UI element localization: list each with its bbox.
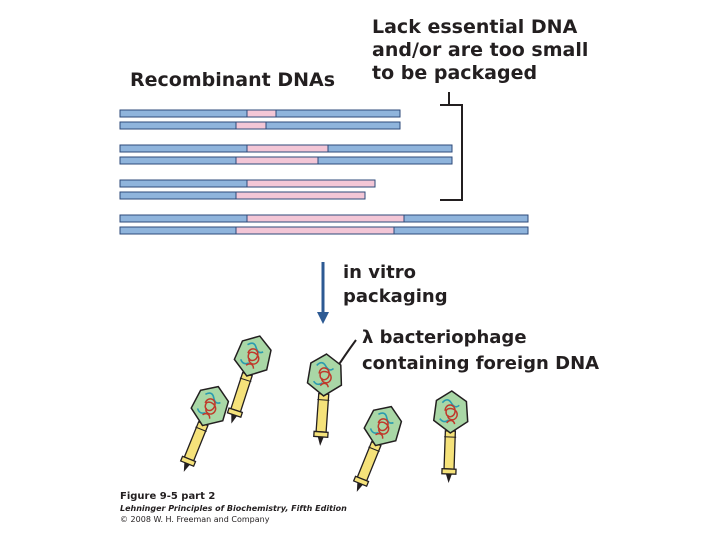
vector-dna-segment (265, 121, 401, 130)
insert-dna-segment (246, 214, 405, 223)
dna-strand (119, 156, 453, 165)
phage-icon (306, 353, 343, 446)
dna-strand (119, 191, 366, 200)
phage-icon (352, 405, 403, 492)
insert-dna-segment (235, 121, 267, 130)
process-line-1: in vitro (343, 262, 417, 283)
phage-label-line-1: λ bacteriophage (362, 327, 527, 348)
book-caption: Lehninger Principles of Biochemistry, Fi… (120, 504, 347, 513)
phage-particles (179, 335, 469, 492)
dna-strand (119, 226, 529, 235)
dna-strand (119, 109, 401, 118)
recombinant-dna-molecules (119, 109, 529, 235)
dna-strand (119, 214, 529, 223)
dna-strand (119, 144, 453, 153)
insert-dna-segment (246, 179, 376, 188)
phage-icon (432, 390, 469, 483)
insert-dna-segment (246, 109, 277, 118)
bracket-icon (440, 92, 463, 201)
vector-dna-segment (119, 226, 237, 235)
vector-dna-segment (119, 179, 248, 188)
phage-icon (179, 385, 230, 472)
vector-dna-segment (119, 121, 237, 130)
vector-dna-segment (275, 109, 401, 118)
down-arrow-icon (317, 262, 329, 324)
figure-caption: Figure 9-5 part 2 (120, 491, 216, 502)
recombinant-dna-heading: Recombinant DNAs (130, 69, 336, 91)
vector-dna-segment (393, 226, 529, 235)
phage-label-line-2: containing foreign DNA (362, 353, 600, 374)
annotation-line-1: Lack essential DNA (372, 16, 578, 38)
vector-dna-segment (119, 109, 248, 118)
vector-dna-segment (317, 156, 453, 165)
insert-dna-segment (235, 226, 395, 235)
annotation-line-3: to be packaged (372, 62, 538, 84)
vector-dna-segment (327, 144, 453, 153)
annotation-line-2: and/or are too small (372, 39, 589, 61)
vector-dna-segment (119, 144, 248, 153)
vector-dna-segment (119, 156, 237, 165)
phage-icon (226, 335, 272, 424)
copyright-caption: © 2008 W. H. Freeman and Company (120, 515, 270, 524)
vector-dna-segment (403, 214, 529, 223)
process-line-2: packaging (343, 286, 448, 307)
vector-dna-segment (119, 191, 237, 200)
insert-dna-segment (246, 144, 329, 153)
insert-dna-segment (235, 191, 366, 200)
vector-dna-segment (119, 214, 248, 223)
dna-strand (119, 121, 401, 130)
insert-dna-segment (235, 156, 319, 165)
dna-strand (119, 179, 376, 188)
